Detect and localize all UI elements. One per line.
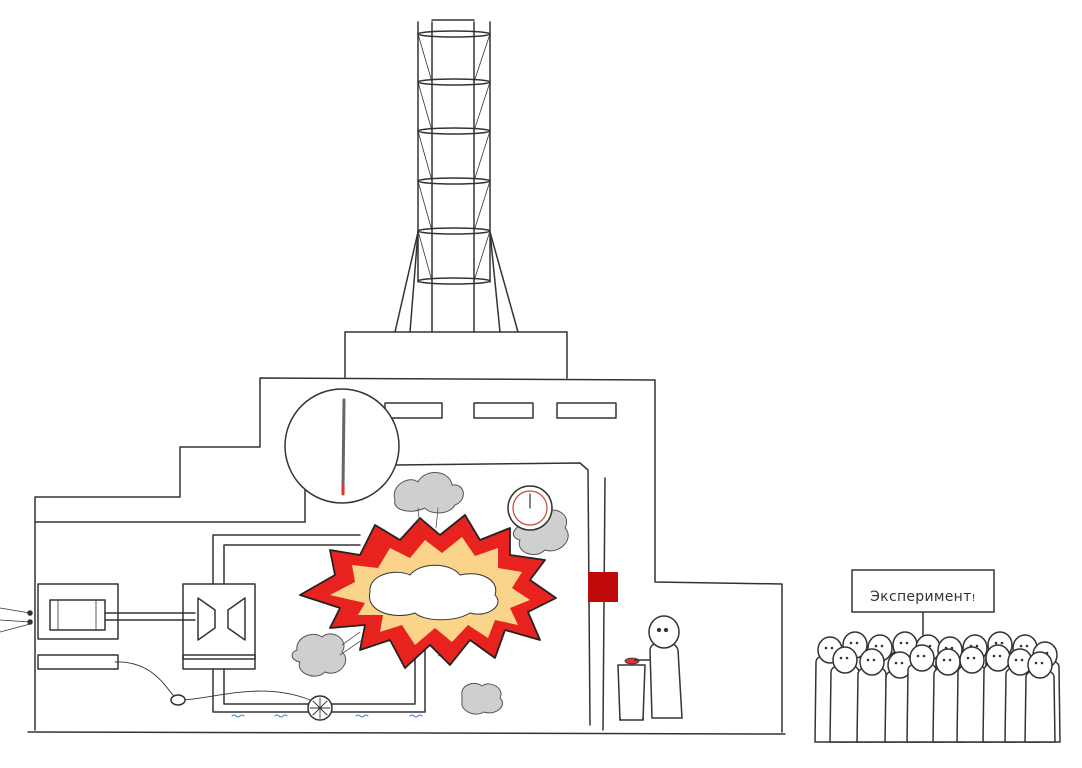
- pipes: [114, 534, 426, 713]
- crowd-person: [829, 646, 861, 743]
- crowd: [814, 631, 1061, 743]
- pump: [307, 695, 333, 721]
- operator: [617, 615, 683, 721]
- sign-label: Эксперимент!: [870, 589, 976, 605]
- pressure-gauge-icon: [507, 485, 553, 531]
- generator: [0, 583, 196, 670]
- crowd-person: [932, 648, 964, 743]
- chimney: [394, 19, 519, 333]
- turbine: [182, 583, 256, 670]
- experiment-sign: [851, 569, 995, 661]
- crowd-person: [906, 644, 938, 743]
- crowd-person: [856, 648, 888, 743]
- crowd-person: [1024, 651, 1056, 743]
- control-rod-gauge: [284, 388, 400, 504]
- explosion: [299, 514, 557, 669]
- red-button: [588, 572, 618, 602]
- crowd-person: [956, 646, 988, 743]
